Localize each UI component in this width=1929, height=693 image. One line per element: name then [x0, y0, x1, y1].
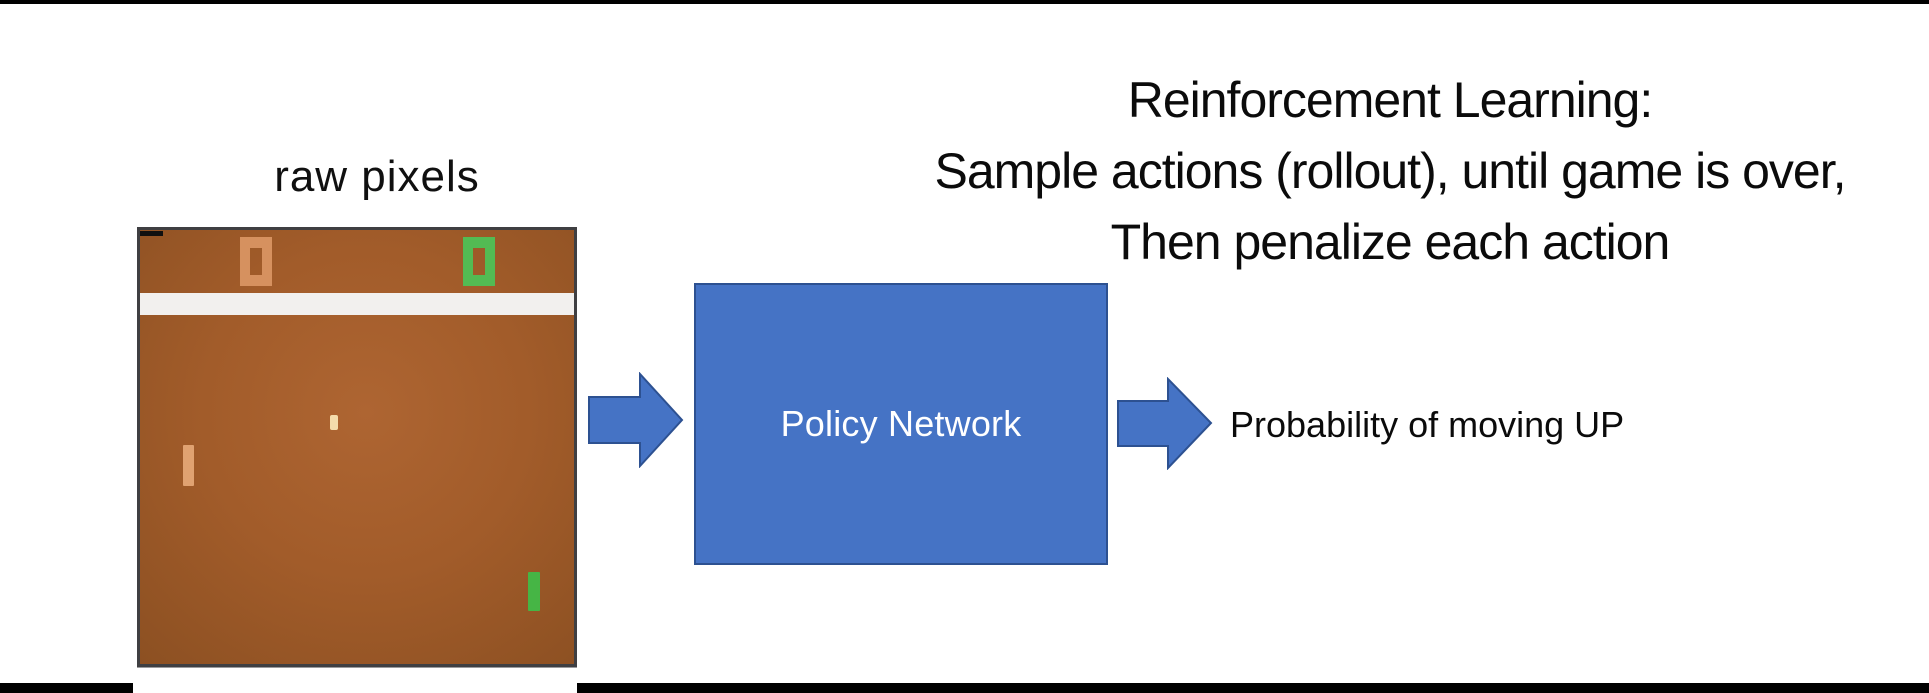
pong-game-screenshot — [137, 227, 577, 667]
right-score-digit-zero — [463, 237, 495, 286]
title-line-2: Sample actions (rollout), until game is … — [934, 143, 1847, 199]
policy-network-label: Policy Network — [780, 403, 1022, 444]
title-line-1: Reinforcement Learning: — [1127, 72, 1654, 128]
right-paddle — [528, 572, 540, 611]
score-divider-band — [140, 293, 574, 315]
output-probability-label: Probability of moving UP — [1230, 404, 1625, 445]
title-line-3: Then penalize each action — [1110, 214, 1671, 270]
top-black-bar — [0, 0, 1929, 4]
bottom-left-black-bar — [0, 683, 133, 693]
slide-title: Reinforcement Learning: Sample actions (… — [830, 65, 1929, 278]
right-arrow-icon — [1117, 377, 1213, 470]
right-arrow-icon — [588, 372, 684, 468]
pong-ball — [330, 415, 338, 430]
screen-notch — [140, 231, 163, 236]
raw-pixels-label: raw pixels — [274, 152, 480, 201]
policy-network-box: Policy Network — [694, 283, 1108, 565]
left-score-digit-zero — [240, 237, 272, 286]
bottom-right-black-bar — [577, 683, 1929, 693]
left-paddle — [183, 445, 194, 486]
